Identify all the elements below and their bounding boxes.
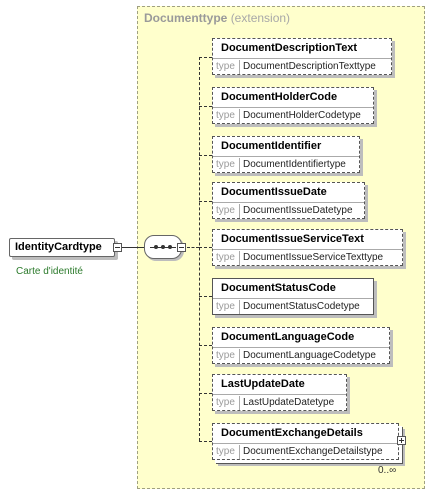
element-name: DocumentIssueDate [221, 186, 327, 198]
type-label: type [216, 301, 235, 312]
root-connector [122, 247, 144, 248]
element-type-row: type DocumentIssueDatetype [213, 202, 364, 219]
element-name: DocumentIssueServiceText [221, 233, 364, 245]
branch-line [199, 106, 212, 107]
element-name: LastUpdateDate [221, 378, 305, 390]
element-box[interactable]: LastUpdateDate type LastUpdateDatetype [212, 374, 347, 411]
element-type-row: type LastUpdateDatetype [213, 394, 346, 411]
branch-line [199, 296, 212, 297]
type-label: type [216, 350, 235, 361]
element-name: DocumentLanguageCode [221, 331, 355, 343]
element-name: DocumentHolderCode [221, 91, 338, 103]
element-box[interactable]: DocumentStatusCode type DocumentStatusCo… [212, 278, 374, 315]
element-box[interactable]: DocumentDescriptionText type DocumentDes… [212, 38, 392, 75]
expand-icon[interactable] [397, 436, 406, 445]
branch-line [199, 155, 212, 156]
type-label: type [216, 446, 235, 457]
extension-kind-label: (extension) [230, 11, 291, 25]
element-box[interactable]: DocumentIdentifier type DocumentIdentifi… [212, 136, 360, 173]
element-box-repeating[interactable]: DocumentExchangeDetails type DocumentExc… [212, 423, 399, 460]
root-documentation: Carte d'identité [16, 266, 83, 277]
sequence-collapse-icon[interactable] [177, 243, 186, 252]
element-type-row: type DocumentIssueServiceTexttype [213, 249, 402, 266]
element-type-row: type DocumentLanguageCodetype [213, 347, 389, 364]
element-type-row: type DocumentIdentifiertype [213, 156, 359, 173]
branch-line [199, 345, 212, 346]
element-box[interactable]: DocumentHolderCode type DocumentHolderCo… [212, 87, 374, 124]
element-name: DocumentStatusCode [221, 282, 336, 294]
element-type: DocumentIssueDatetype [243, 205, 353, 216]
element-type-row: type DocumentHolderCodetype [213, 107, 373, 124]
element-type: DocumentExchangeDetailstype [243, 446, 383, 457]
root-complex-type[interactable]: IdentityCardtype [9, 238, 115, 257]
element-type: DocumentHolderCodetype [243, 110, 361, 121]
element-type-row: type DocumentExchangeDetailstype [213, 443, 398, 460]
element-type: DocumentStatusCodetype [243, 301, 360, 312]
element-name: DocumentDescriptionText [221, 42, 358, 54]
type-label: type [216, 159, 235, 170]
type-label: type [216, 397, 235, 408]
element-name: DocumentIdentifier [221, 140, 322, 152]
branch-line [199, 57, 212, 58]
children-trunk-line [199, 57, 200, 441]
branch-line [199, 393, 212, 394]
element-type: DocumentIdentifiertype [243, 159, 346, 170]
element-box[interactable]: DocumentIssueServiceText type DocumentIs… [212, 229, 403, 266]
branch-line [199, 247, 212, 248]
element-box[interactable]: DocumentLanguageCode type DocumentLangua… [212, 327, 390, 364]
root-collapse-icon[interactable] [113, 243, 122, 252]
branch-line [199, 441, 212, 442]
extension-type-name: Documenttype [144, 11, 228, 25]
sequence-connector [187, 247, 199, 248]
type-label: type [216, 110, 235, 121]
branch-line [199, 201, 212, 202]
element-type-row: type DocumentStatusCodetype [213, 298, 373, 315]
root-type-name: IdentityCardtype [15, 241, 102, 253]
occurrence-label: 0..∞ [378, 465, 397, 476]
element-type: DocumentLanguageCodetype [243, 350, 376, 361]
element-type: DocumentDescriptionTexttype [243, 61, 376, 72]
element-type-row: type DocumentDescriptionTexttype [213, 58, 391, 75]
type-label: type [216, 61, 235, 72]
element-box[interactable]: DocumentIssueDate type DocumentIssueDate… [212, 182, 365, 219]
sequence-compositor[interactable] [144, 235, 182, 259]
type-label: type [216, 252, 235, 263]
type-label: type [216, 205, 235, 216]
extension-title: Documenttype (extension) [144, 11, 290, 25]
element-type: LastUpdateDatetype [243, 397, 335, 408]
element-type: DocumentIssueServiceTexttype [243, 252, 384, 263]
element-name: DocumentExchangeDetails [221, 427, 363, 439]
